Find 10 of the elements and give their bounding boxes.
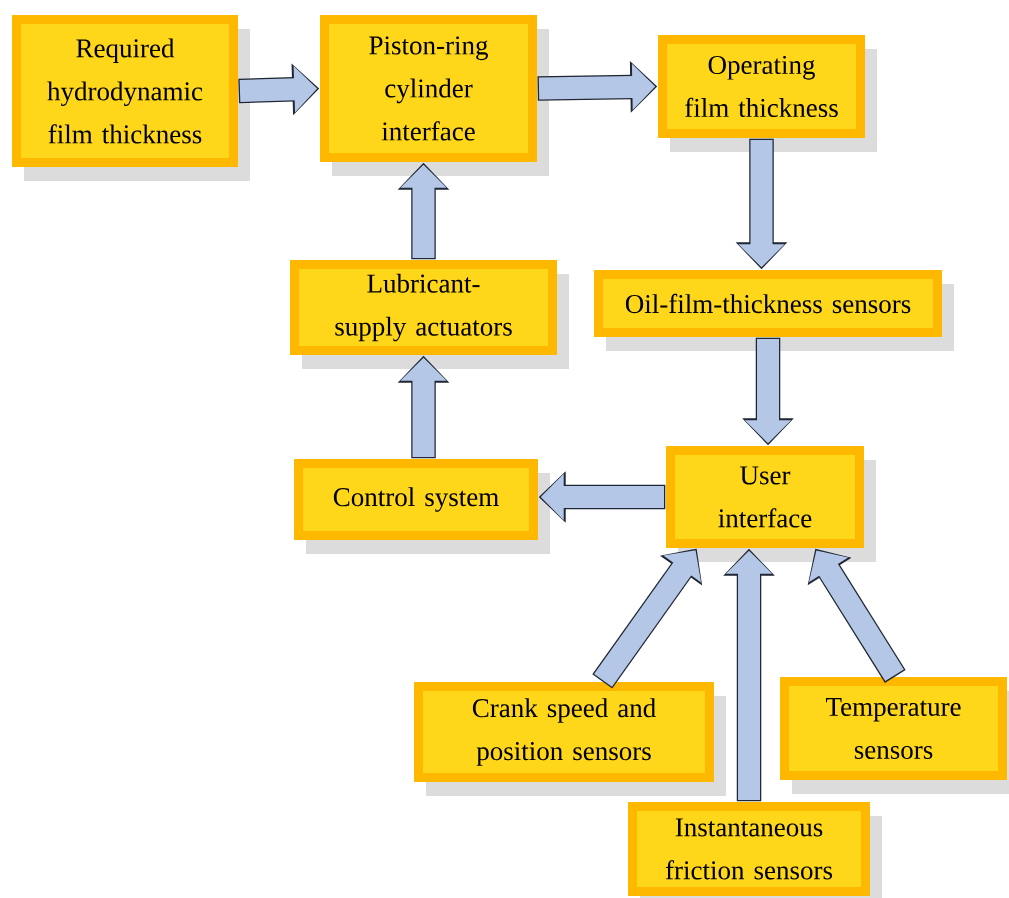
process-box: Piston-ring cylinder interface bbox=[320, 15, 549, 176]
process-box: Oil-film-thickness sensors bbox=[594, 270, 954, 351]
process-box: Lubricant-supply actuators bbox=[290, 260, 569, 369]
process-box: Temperature sensors bbox=[780, 677, 1009, 794]
process-box: Operating film thickness bbox=[658, 35, 877, 152]
process-box: User interface bbox=[666, 446, 876, 562]
process-box: Control system bbox=[294, 459, 550, 554]
process-box: Required hydrodynamic film thickness bbox=[12, 15, 250, 181]
process-box: Instantaneous friction sensors bbox=[628, 802, 882, 898]
process-box: Crank speed and position sensors bbox=[414, 682, 726, 796]
